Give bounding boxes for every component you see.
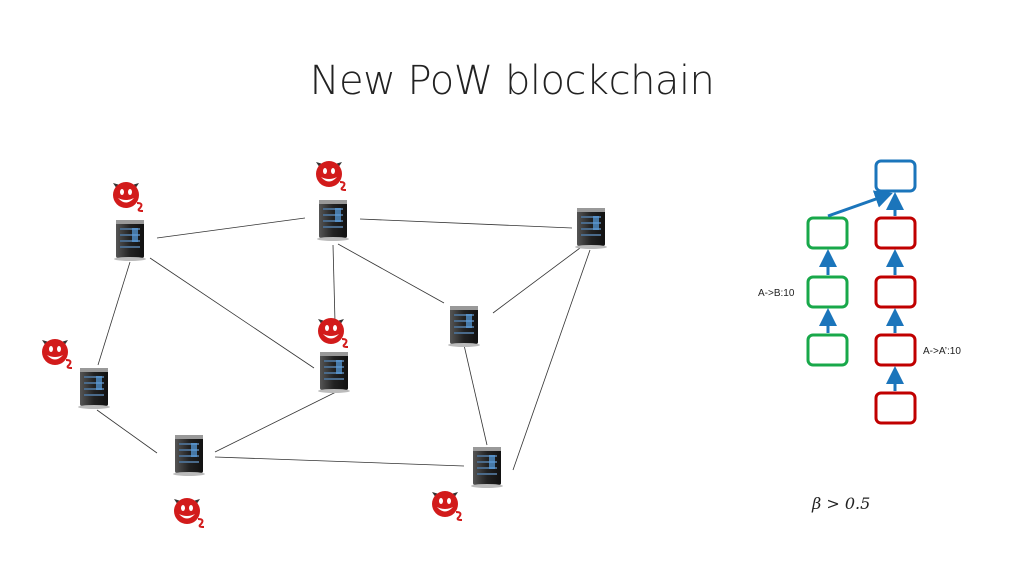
- server-icon: [318, 352, 350, 393]
- server-icon: [448, 306, 480, 347]
- server-icon: [317, 200, 349, 241]
- devil-icon: [315, 160, 347, 191]
- honest-block: [806, 333, 849, 367]
- honest-block: [806, 216, 849, 250]
- blockchain: [806, 159, 917, 425]
- server-icon: [471, 447, 503, 488]
- server-icon: [114, 220, 146, 261]
- chain-arrows: [819, 190, 904, 391]
- attack-block: [874, 216, 917, 250]
- slide-title: New PoW blockchain: [309, 58, 715, 104]
- genesis-block: [874, 159, 917, 193]
- devil-icon: [112, 181, 144, 212]
- devil-icon: [431, 490, 463, 521]
- attack-block: [874, 275, 917, 309]
- server-icon: [173, 435, 205, 476]
- devil-icon: [173, 497, 205, 528]
- attack-block: [874, 391, 917, 425]
- devil-icon: [41, 338, 73, 369]
- honest-block: [806, 275, 849, 309]
- condition-label: β > 0.5: [811, 494, 870, 513]
- server-icon: [575, 208, 607, 249]
- server-icon: [78, 368, 110, 409]
- honest-tx-label: A->B:10: [758, 288, 795, 299]
- attack-tx-label: A->A’:10: [923, 346, 961, 357]
- network-links: [96, 217, 591, 471]
- attack-block: [874, 333, 917, 367]
- devil-icon: [317, 317, 349, 348]
